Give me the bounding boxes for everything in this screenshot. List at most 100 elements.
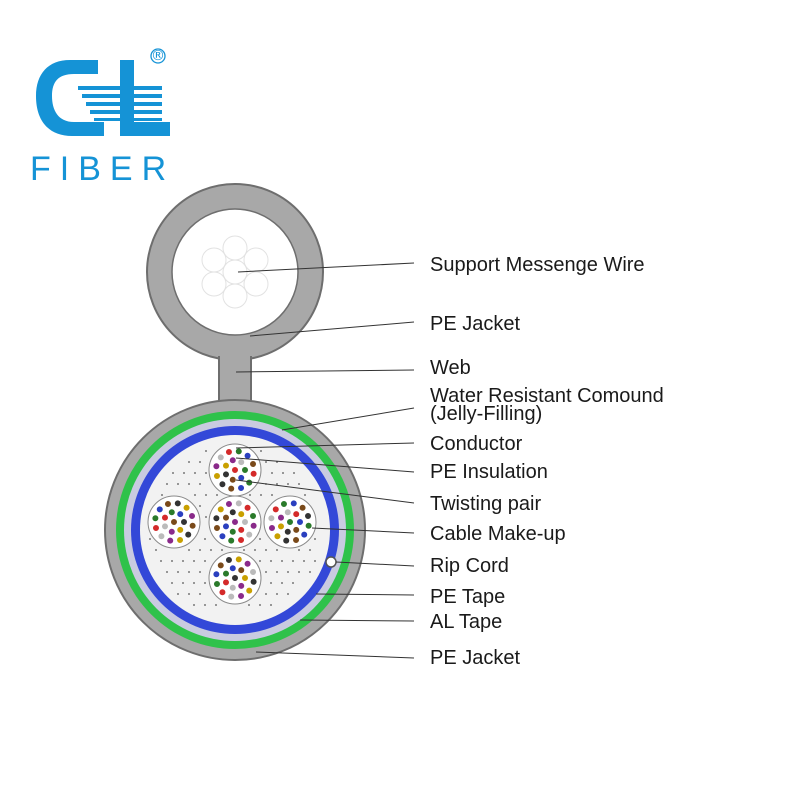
twisted-pair-unit [263,495,317,549]
insulated-conductor [237,536,245,544]
jelly-dot [293,472,295,474]
label-pe-insulation: PE Insulation [430,461,548,483]
jelly-dot [270,604,272,606]
support-wire-strands-icon [201,235,269,309]
insulated-conductor [216,561,225,570]
insulated-conductor [231,518,239,526]
insulated-conductor [237,484,245,492]
jelly-dot [281,560,283,562]
insulated-conductor [245,478,254,487]
insulated-conductor [227,592,236,601]
jelly-dot [215,604,217,606]
insulated-conductor [249,512,257,520]
insulated-conductor [228,508,237,517]
insulated-conductor [249,460,257,468]
jelly-dot [271,494,273,496]
leader-pe-jacket-bottom [255,651,415,659]
insulated-conductor [234,499,243,508]
insulated-conductor [164,500,172,508]
main-cable-section [104,399,366,661]
insulated-conductor [241,518,249,526]
jelly-dot [199,505,201,507]
leader-web [235,369,415,373]
cable-make-up-units [147,443,317,605]
jelly-dot [260,450,262,452]
jelly-dot [276,571,278,573]
insulated-conductor [268,524,276,532]
insulated-conductor [237,526,246,534]
jelly-dot [260,494,262,496]
insulated-conductor [283,527,292,536]
jelly-dot [161,494,163,496]
jelly-dot [166,571,168,573]
jelly-dot [171,560,173,562]
insulated-conductor [167,508,176,517]
insulated-conductor [213,472,221,480]
jelly-dot [270,582,272,584]
insulated-conductor [212,514,221,523]
jelly-dot [155,549,157,551]
insulated-conductor [249,521,258,530]
jelly-dot [149,538,151,540]
jelly-dot [188,593,190,595]
jelly-dot [199,461,201,463]
jelly-dot [172,472,174,474]
insulated-conductor [249,568,257,576]
label-water-resistant: Water Resistant Comound [430,385,664,407]
brand-logo: ® FIBER [30,48,175,188]
jelly-dot [287,593,289,595]
jelly-dot [298,549,300,551]
label-al-tape: AL Tape [430,611,502,633]
jelly-dot [193,560,195,562]
jelly-dot [188,461,190,463]
jelly-dot [205,472,207,474]
insulated-conductor [188,512,196,520]
twisted-pair-unit [147,495,201,549]
twisted-pair-unit [208,443,262,497]
insulated-conductor [216,453,225,462]
jelly-dot [276,483,278,485]
jelly-dot [199,571,201,573]
label-cable-make-up: Cable Make-up [430,523,566,545]
jelly-dot [265,593,267,595]
jelly-dot [204,538,206,540]
label-pe-tape: PE Tape [430,586,505,608]
jelly-dot [276,593,278,595]
insulated-conductor [231,466,239,474]
jelly-dot [193,582,195,584]
insulated-conductor [228,583,237,592]
jelly-dot [309,571,311,573]
jelly-dot [177,593,179,595]
insulated-conductor [225,448,233,456]
leader-support-wire [237,262,415,273]
insulated-conductor [161,513,169,522]
jelly-filling-dots [149,450,316,606]
leader-cable-make-up [311,527,415,534]
leader-pe-insulation [235,457,415,473]
jelly-dot [304,494,306,496]
brand-name: FIBER [30,150,175,188]
insulated-conductor [243,559,252,568]
insulated-conductor [237,510,246,518]
jelly-dot [270,560,272,562]
insulated-conductor [237,458,246,466]
insulated-conductor [228,456,237,465]
insulated-conductor [180,518,188,526]
label-jelly-filling: (Jelly-Filling) [430,403,542,425]
jelly-dot [265,571,267,573]
label-pe-jacket-bottom: PE Jacket [430,647,520,669]
insulated-conductor [245,586,254,595]
jelly-dot [271,472,273,474]
jelly-dot [287,571,289,573]
registered-mark-icon: ® [150,48,166,64]
insulated-conductor [286,518,294,526]
insulated-conductor [241,466,249,474]
jelly-dot [314,560,316,562]
insulated-conductor [155,505,164,514]
callout-labels: Support Messenge Wire PE Jacket Web Wate… [430,254,664,669]
insulated-conductor [157,532,166,541]
jelly-dot [221,549,223,551]
rip-cord [325,556,337,568]
insulated-conductor [151,514,160,523]
